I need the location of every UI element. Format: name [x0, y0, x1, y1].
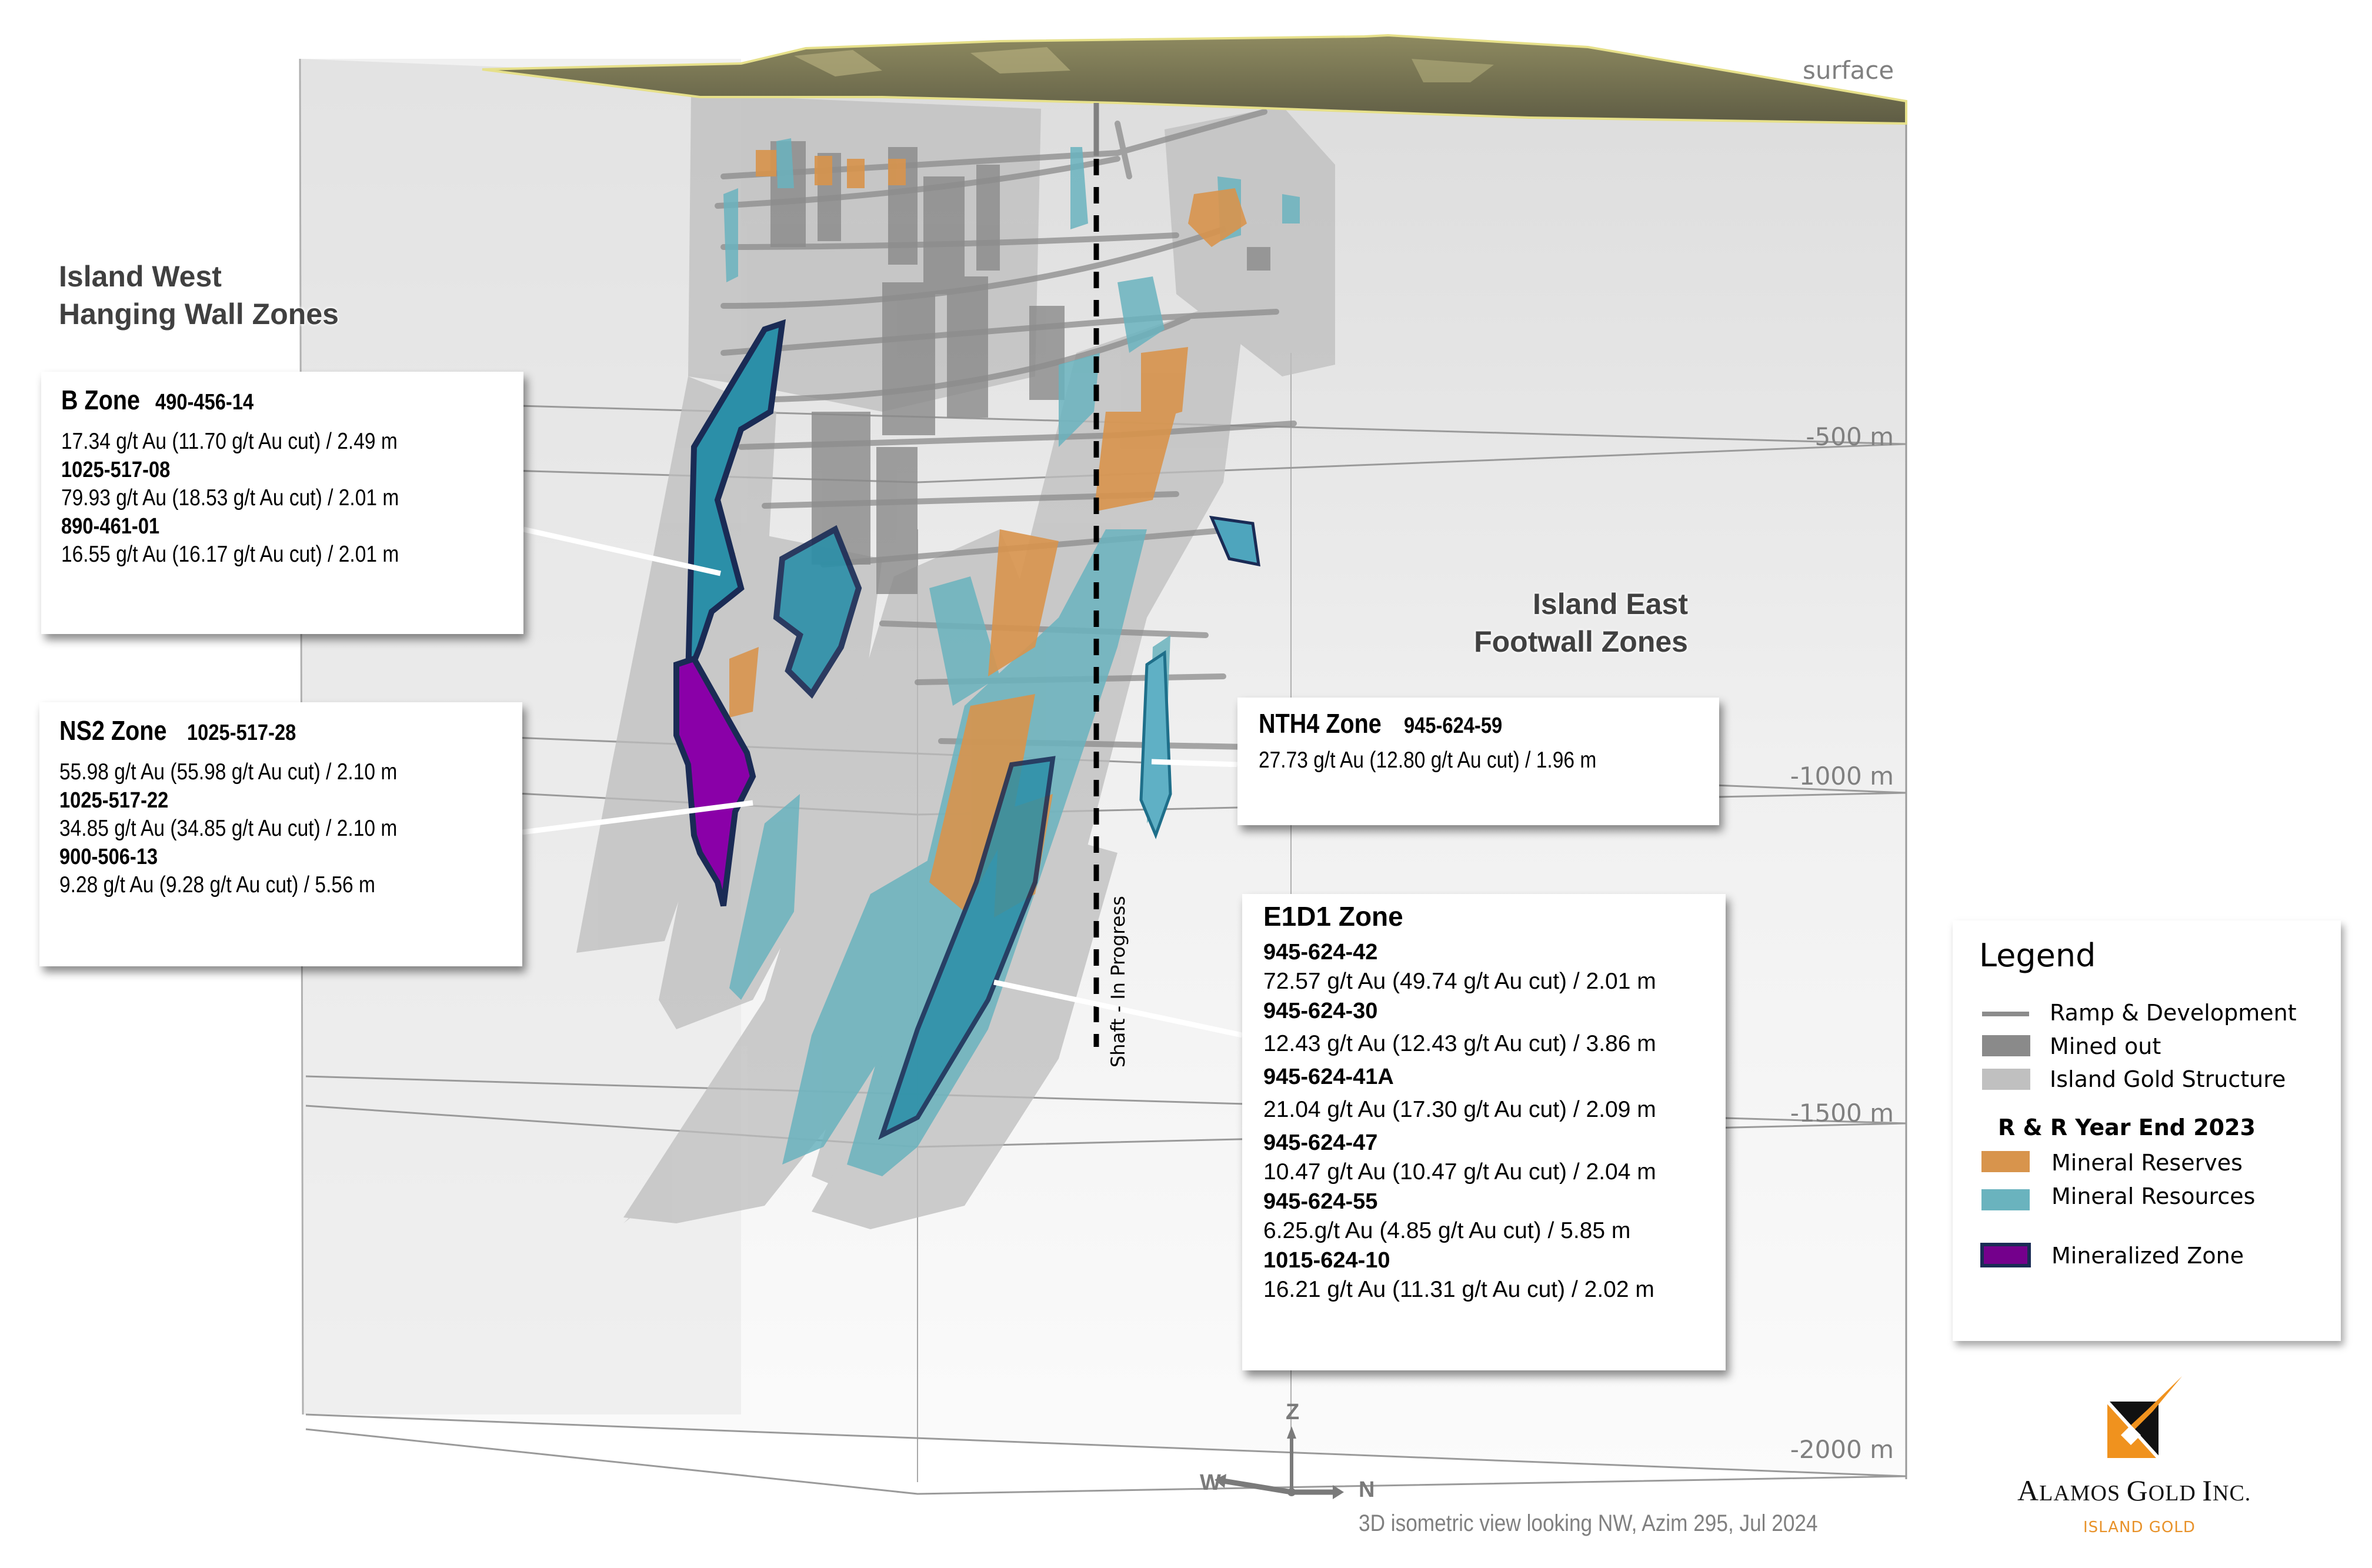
hole-id: 1025-517-28	[186, 720, 296, 745]
hole-assay: 34.85 g/t Au (34.85 g/t Au cut) / 2.10 m	[59, 816, 398, 841]
reserves-swatch-icon	[1981, 1151, 2030, 1172]
depth-label-1500: -1500 m	[1790, 1099, 1894, 1127]
legend-subtitle: R & R Year End 2023	[1998, 1115, 2256, 1140]
hole-id: 890-461-01	[61, 514, 160, 539]
legend-item-structure: Island Gold Structure	[2050, 1066, 2286, 1092]
ramp-line-icon	[1982, 1012, 2029, 1016]
legend-item-reserves: Mineral Reserves	[2051, 1150, 2243, 1176]
hole-id: 900-506-13	[59, 845, 158, 869]
hole-assay: 21.04 g/t Au (17.30 g/t Au cut) / 2.09 m	[1263, 1097, 1656, 1122]
compass-n-label: N	[1359, 1477, 1375, 1502]
depth-label-1000: -1000 m	[1790, 762, 1894, 790]
hole-id: 945-624-59	[1404, 713, 1503, 738]
logo-subtitle: ISLAND GOLD	[2083, 1519, 2196, 1536]
hole-id: 1025-517-08	[61, 458, 171, 482]
hole-assay: 16.55 g/t Au (16.17 g/t Au cut) / 2.01 m	[61, 542, 399, 567]
callout-title: NTH4 Zone	[1259, 708, 1382, 739]
east-heading-line1: Island East	[1533, 588, 1688, 620]
compass: Z W N	[1200, 1400, 1388, 1506]
shaft-label: Shaft - In Progress	[1107, 896, 1129, 1067]
hole-id: 490-456-14	[155, 390, 254, 415]
callout-title: B Zone	[61, 385, 141, 415]
hole-assay: 79.93 g/t Au (18.53 g/t Au cut) / 2.01 m	[61, 485, 399, 511]
hole-id: 945-624-41A	[1263, 1065, 1394, 1089]
hole-assay: 55.98 g/t Au (55.98 g/t Au cut) / 2.10 m	[59, 759, 398, 785]
logo-mark-icon	[2106, 1376, 2182, 1460]
surface-label: surface	[1803, 56, 1894, 85]
callout-b-zone: B Zone 490-456-14 17.34 g/t Au (11.70 g/…	[41, 372, 523, 634]
e1d1-zone-shape	[878, 756, 1056, 1140]
compass-z-label: Z	[1286, 1400, 1300, 1424]
logo-company-name: ALAMOS GOLD INC.	[2017, 1474, 2251, 1507]
legend-item-resources: Mineral Resources	[2051, 1183, 2256, 1209]
b-zone-shape	[685, 319, 862, 699]
hole-id: 945-624-30	[1263, 999, 1378, 1023]
company-logo: ALAMOS GOLD INC. ISLAND GOLD	[1988, 1365, 2306, 1553]
hole-id: 1025-517-22	[59, 788, 169, 813]
hole-assay: 9.28 g/t Au (9.28 g/t Au cut) / 5.56 m	[59, 872, 375, 898]
callout-title: NS2 Zone	[59, 715, 167, 746]
resources-swatch-icon	[1981, 1189, 2030, 1210]
hole-id: 945-624-47	[1263, 1130, 1378, 1155]
west-heading-line2: Hanging Wall Zones	[59, 298, 339, 331]
east-heading: Island East Footwall Zones	[1423, 585, 1688, 660]
hole-assay: 6.25.g/t Au (4.85 g/t Au cut) / 5.85 m	[1263, 1218, 1631, 1243]
nth4-zone-shape	[1139, 515, 1260, 839]
callout-title: E1D1 Zone	[1263, 901, 1403, 932]
surface-topography	[482, 34, 1907, 125]
depth-label-500: -500 m	[1806, 422, 1894, 451]
hole-assay: 12.43 g/t Au (12.43 g/t Au cut) / 3.86 m	[1263, 1031, 1656, 1056]
hole-assay: 10.47 g/t Au (10.47 g/t Au cut) / 2.04 m	[1263, 1159, 1656, 1185]
east-heading-line2: Footwall Zones	[1474, 625, 1688, 658]
hole-assay: 72.57 g/t Au (49.74 g/t Au cut) / 2.01 m	[1263, 969, 1656, 994]
hole-assay: 16.21 g/t Au (11.31 g/t Au cut) / 2.02 m	[1263, 1277, 1654, 1302]
legend-item-mineralized: Mineralized Zone	[2051, 1243, 2244, 1269]
mined-out-swatch-icon	[1982, 1035, 2030, 1056]
mineralized-swatch-icon	[1980, 1243, 2031, 1267]
hole-id: 1015-624-10	[1263, 1248, 1390, 1273]
legend: Legend Ramp & Development Mined out Isla…	[1953, 920, 2341, 1341]
structure-swatch-icon	[1982, 1069, 2030, 1090]
callout-nth4-zone: NTH4 Zone 945-624-59 27.73 g/t Au (12.80…	[1237, 698, 1719, 825]
compass-w-label: W	[1200, 1470, 1221, 1495]
west-heading: Island West Hanging Wall Zones	[59, 258, 339, 333]
west-heading-line1: Island West	[59, 260, 222, 293]
legend-item-ramp: Ramp & Development	[2050, 1000, 2297, 1026]
axis-arrows-icon	[1215, 1426, 1344, 1499]
hole-assay: 27.73 g/t Au (12.80 g/t Au cut) / 1.96 m	[1259, 748, 1597, 773]
legend-title: Legend	[1979, 937, 2096, 974]
depth-label-2000: -2000 m	[1790, 1435, 1894, 1464]
view-caption: 3D isometric view looking NW, Azim 295, …	[1359, 1510, 1818, 1536]
hole-id: 945-624-55	[1263, 1189, 1378, 1214]
ns2-mineralized-zone	[673, 655, 756, 907]
hole-assay: 17.34 g/t Au (11.70 g/t Au cut) / 2.49 m	[61, 429, 398, 454]
callout-ns2-zone: NS2 Zone 1025-517-28 55.98 g/t Au (55.98…	[39, 702, 522, 966]
callout-e1d1-zone: E1D1 Zone 945-624-42 72.57 g/t Au (49.74…	[1242, 894, 1726, 1370]
leader-lines	[522, 526, 1243, 1038]
hole-id: 945-624-42	[1263, 940, 1378, 965]
legend-item-mined-out: Mined out	[2050, 1033, 2161, 1059]
